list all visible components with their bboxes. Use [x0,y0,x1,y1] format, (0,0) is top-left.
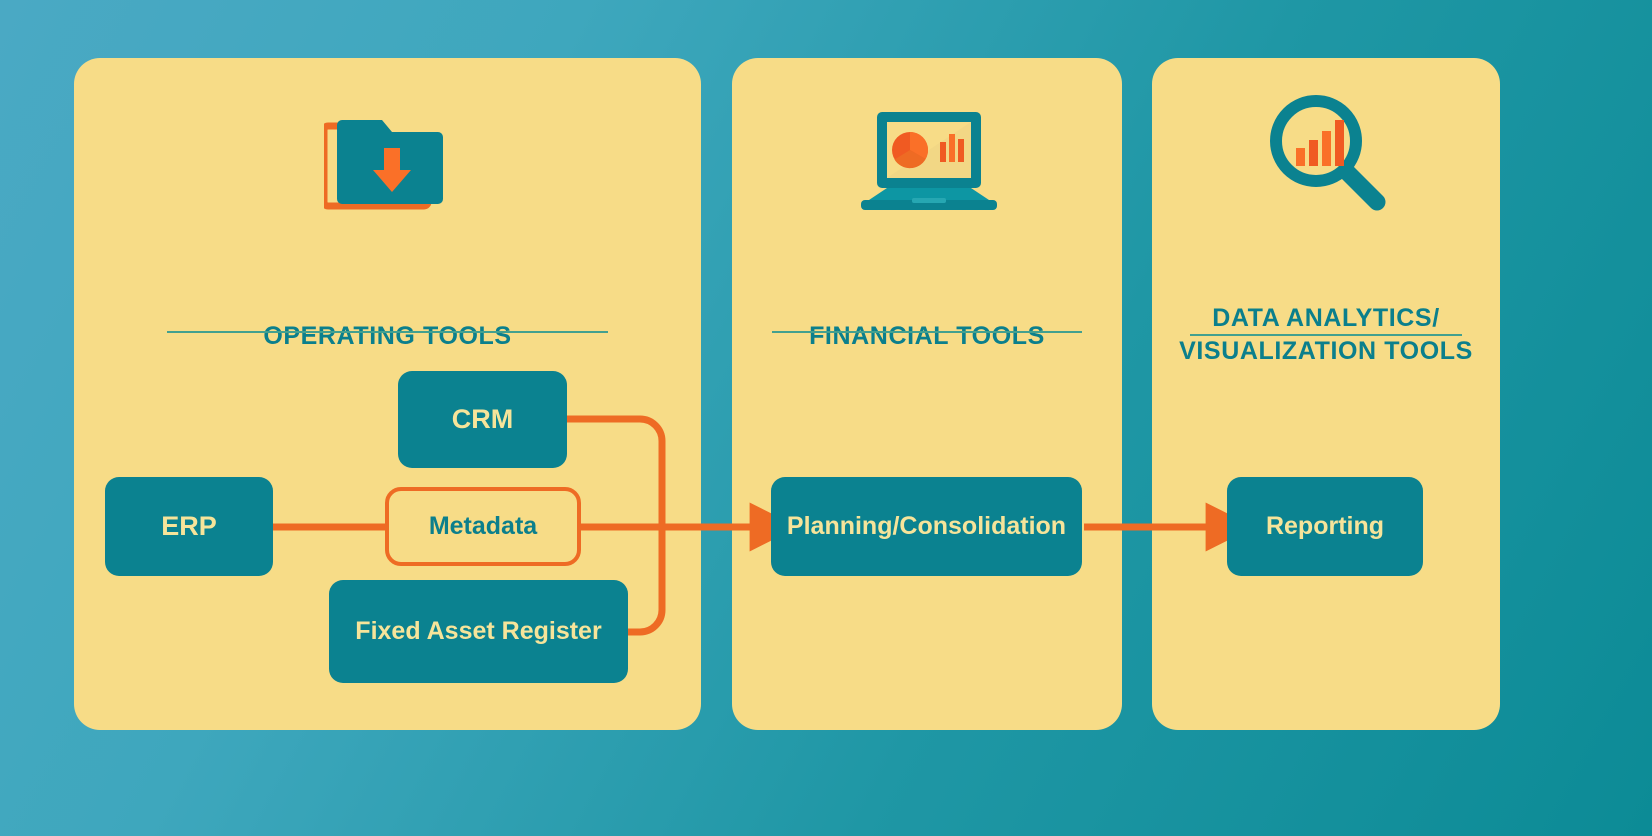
node-crm[interactable]: CRM [398,371,567,468]
node-metadata[interactable]: Metadata [385,487,581,566]
node-label: Planning/Consolidation [786,512,1067,540]
panel-data-analytics-visualization-tools: DATA ANALYTICS/ VISUALIZATION TOOLS [1152,58,1500,730]
node-label: Metadata [428,512,538,540]
node-label: CRM [451,404,514,434]
node-label: Fixed Asset Register [355,617,602,645]
node-reporting[interactable]: Reporting [1227,477,1423,576]
node-erp[interactable]: ERP [105,477,273,576]
node-label: Reporting [1265,512,1385,540]
magnifier-bar-chart-icon [1152,86,1500,216]
panel-divider [167,331,608,333]
panel-divider [1190,334,1462,336]
node-label: ERP [161,511,217,541]
panel-title: FINANCIAL TOOLS [809,322,1045,350]
panel-title: OPERATING TOOLS [263,322,512,350]
laptop-charts-icon [732,100,1122,218]
node-planning-consolidation[interactable]: Planning/Consolidation [771,477,1082,576]
panel-financial-tools: FINANCIAL TOOLS [732,58,1122,730]
panel-title: DATA ANALYTICS/ VISUALIZATION TOOLS [1179,304,1473,365]
folder-download-icon [74,108,701,216]
panel-divider [772,331,1082,333]
node-fixed-asset-register[interactable]: Fixed Asset Register [329,580,628,683]
